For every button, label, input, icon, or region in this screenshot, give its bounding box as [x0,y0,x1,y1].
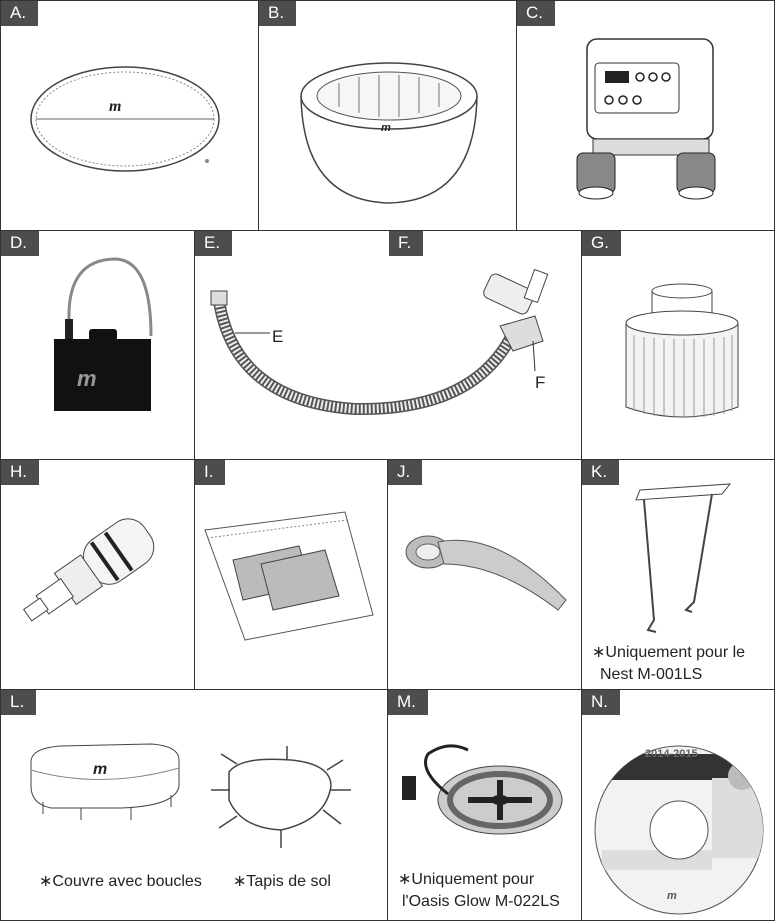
part-m-cell: M. ∗Uniquement pour l'Oasis Glow M-022LS [387,689,582,921]
part-label: J. [388,460,423,485]
part-label: C. [517,1,555,26]
part-label: M. [388,690,428,715]
part-n-cell: N. 2014-2015 m [581,689,775,921]
part-c-cell: C. [516,0,775,231]
part-j-cell: J. [387,459,582,690]
dvd-disc-illustration: 2014-2015 m [594,745,764,915]
svg-text:m: m [667,890,677,902]
part-i-cell: I. [194,459,388,690]
repair-patches-illustration [204,511,374,641]
part-b-cell: B. m [258,0,517,231]
callout-f: F [535,373,546,392]
hose-and-connector-illustration [210,268,549,416]
part-g-cell: G. [581,230,775,460]
part-label: A. [1,1,39,26]
part-l-cell: L. m ∗Couvre avec boucles ∗Tapis de sol [0,689,388,921]
svg-text:m: m [93,761,107,778]
spa-tub-illustration: m [300,62,478,204]
part-label: D. [1,231,39,256]
part-m-note-line1: ∗Uniquement pour [398,871,535,888]
part-l-mat-note: ∗Tapis de sol [233,873,331,890]
svg-text:m: m [381,122,391,134]
part-d-cell: D. m [0,230,195,460]
hanger-bracket-illustration [635,483,732,633]
part-label: L. [1,690,37,715]
spa-cover-illustration: m [30,66,220,172]
part-ef-cell: E. F. E F [194,230,582,460]
cover-and-mat-illustration: m [30,743,351,848]
valve-illustration [22,518,155,622]
part-k-note-line2: Nest M-001LS [600,666,703,683]
wrench-tool-illustration [405,535,567,611]
part-k-cell: K. ∗Uniquement pour le Nest M-001LS [581,459,775,690]
filter-cartridge-illustration [625,283,739,418]
led-strip-illustration [402,744,563,835]
svg-text:m: m [77,366,97,391]
part-label: H. [1,460,39,485]
svg-text:m: m [109,98,121,115]
disc-year-text: 2014-2015 [645,748,698,760]
part-label: I. [195,460,226,485]
transformer-illustration: m [54,257,153,411]
part-h-cell: H. [0,459,195,690]
part-label: K. [582,460,620,485]
part-label: G. [582,231,621,256]
part-a-cell: A. m [0,0,259,231]
part-label: E. [195,231,233,256]
part-k-note-line1: ∗Uniquement pour le [592,644,746,661]
part-label: N. [582,690,620,715]
part-l-cover-note: ∗Couvre avec boucles [39,873,202,890]
part-label: F. [389,231,424,256]
control-unit-illustration [576,38,716,200]
part-m-note-line2: l'Oasis Glow M-022LS [402,893,560,910]
callout-e: E [272,327,284,346]
part-label: B. [259,1,297,26]
